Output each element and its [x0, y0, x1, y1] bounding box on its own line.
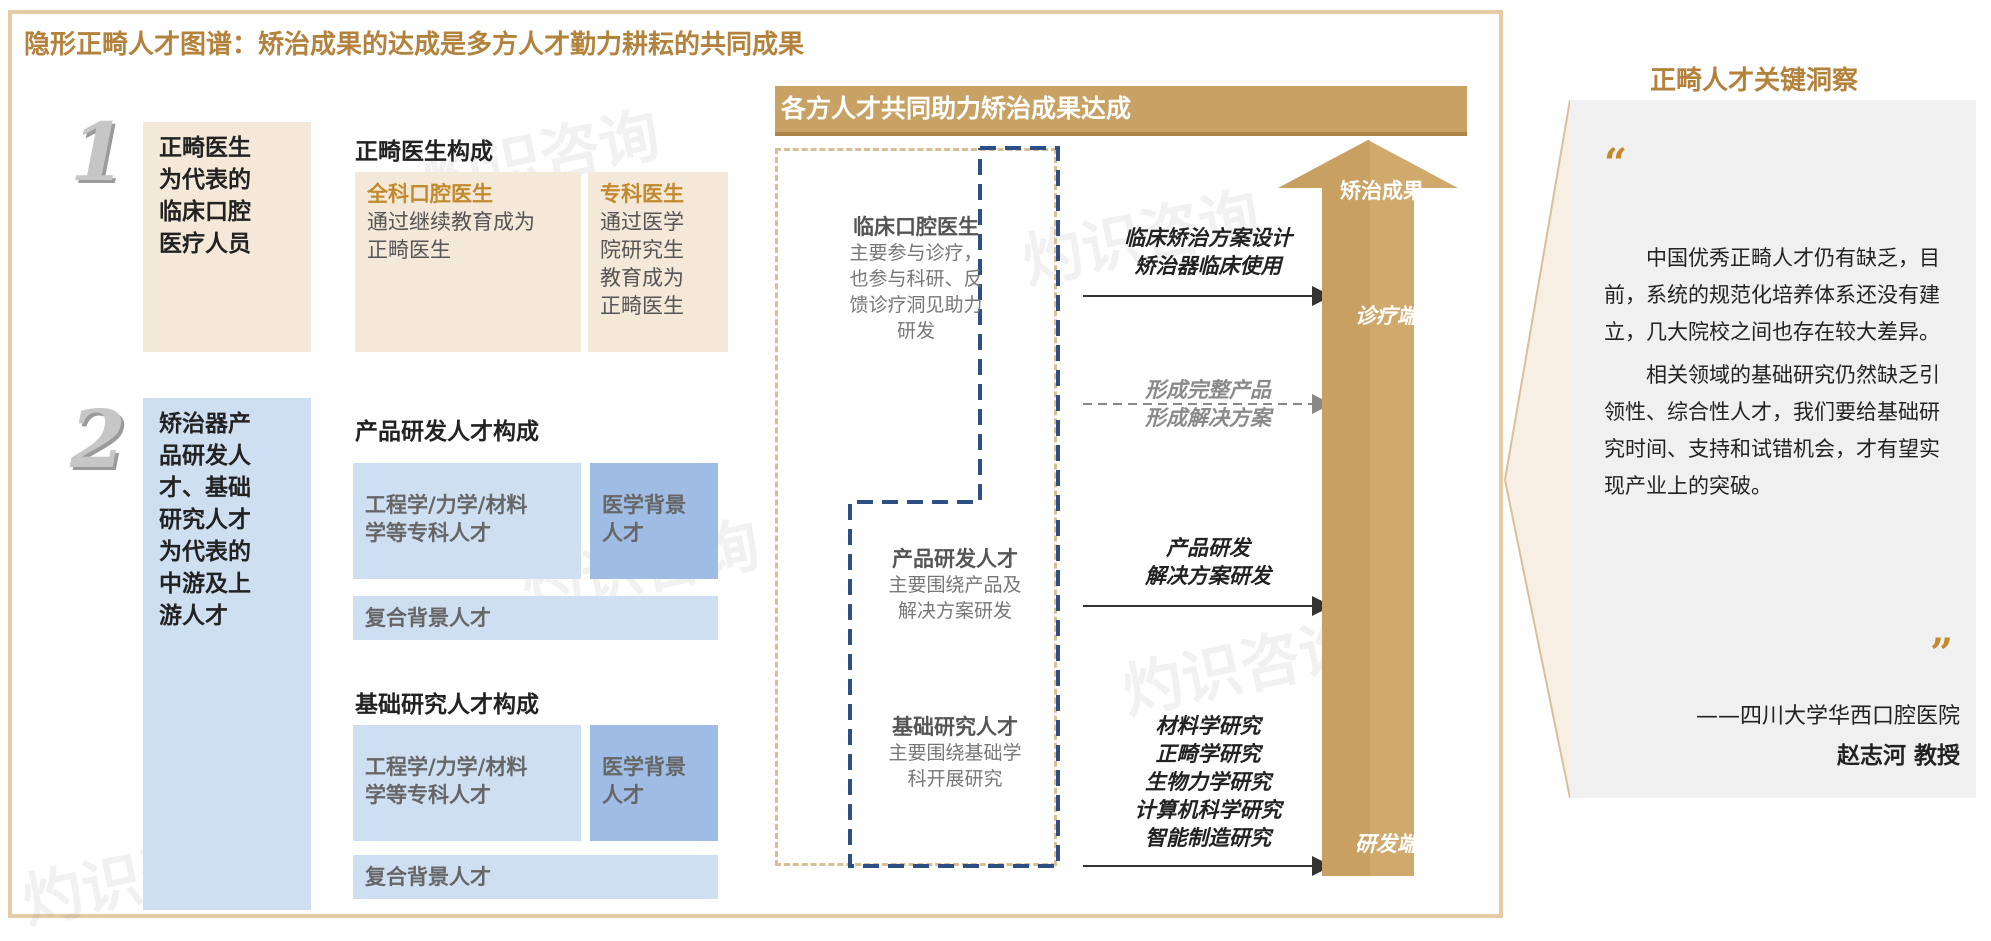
label-line: 为代表的: [159, 167, 251, 193]
box-line: 人才: [602, 783, 644, 807]
product-rd-heading: 产品研发人才构成: [355, 419, 539, 445]
outcome-rd: 产品研发 解决方案研发: [1083, 534, 1333, 590]
insight-text: 中国优秀正畸人才仍有缺乏，目前，系统的规范化培养体系还没有建立，几大院校之间也存…: [1604, 240, 1950, 511]
quote-source: ——四川大学华西口腔医院: [1695, 704, 1960, 729]
orthodontist-composition-heading: 正畸医生构成: [355, 139, 493, 165]
open-quote-icon: “: [1604, 140, 1628, 187]
specialist-title: 专科医生: [600, 182, 684, 206]
outcome-line: 临床矫治方案设计: [1124, 226, 1292, 250]
box-line: 院研究生: [600, 238, 684, 262]
label-line: 医疗人员: [159, 231, 251, 257]
sidebar-title: 正畸人才关键洞察: [1650, 66, 1859, 96]
section-2-label: 矫治器产 品研发人 才、基础 研究人才 为代表的 中游及上 游人才: [143, 398, 311, 910]
box-line: 医学背景: [602, 755, 686, 779]
outcome-line: 生物力学研究: [1145, 770, 1271, 794]
quote-person: 赵志河 教授: [1836, 743, 1960, 769]
product-rd-role: 产品研发人才 主要围绕产品及 解决方案研发: [855, 546, 1055, 624]
page-title: 隐形正畸人才图谱：矫治成果的达成是多方人才勤力耕耘的共同成果: [24, 30, 805, 60]
role-title: 基础研究人才: [892, 715, 1018, 739]
basic-research-role: 基础研究人才 主要围绕基础学 科开展研究: [855, 714, 1055, 792]
outcome-line: 正畸学研究: [1155, 742, 1261, 766]
arrow-label-clinic: 诊疗端: [1355, 304, 1418, 328]
box-line: 学等专科人才: [365, 783, 491, 807]
label-line: 研究人才: [159, 507, 251, 533]
role-line: 主要围绕产品及: [888, 574, 1022, 596]
arrow-label-rd: 研发端: [1355, 832, 1418, 856]
arrow-label-outcome: 矫治成果: [1340, 179, 1424, 203]
section-number-1: 1: [70, 105, 126, 199]
box-line: 正畸医生: [600, 294, 684, 318]
outcome-line: 产品研发: [1166, 536, 1250, 560]
label-line: 正畸医生: [159, 135, 251, 161]
box-line: 通过继续教育成为: [367, 210, 535, 234]
role-line: 主要参与诊疗，: [849, 242, 983, 264]
box-line: 学等专科人才: [365, 521, 491, 545]
banner: 各方人才共同助力矫治成果达成: [775, 86, 1467, 132]
section-number-2: 2: [70, 392, 126, 486]
outcome-line: 形成解决方案: [1145, 406, 1271, 430]
box-line: 教育成为: [600, 266, 684, 290]
role-title: 临床口腔医生: [853, 215, 979, 239]
outcome-product: 形成完整产品 形成解决方案: [1083, 376, 1333, 432]
outcome-line: 计算机科学研究: [1134, 798, 1282, 822]
role-title: 产品研发人才: [892, 547, 1018, 571]
engineering-talent-box: 工程学/力学/材料 学等专科人才: [353, 725, 581, 841]
outcome-line: 解决方案研发: [1145, 564, 1271, 588]
rd-dashed-outline: [848, 146, 1060, 868]
label-line: 游人才: [159, 603, 228, 629]
basic-research-heading: 基础研究人才构成: [355, 692, 539, 718]
label-line: 中游及上: [159, 571, 251, 597]
label-line: 矫治器产: [159, 411, 251, 437]
label-line: 品研发人: [159, 443, 251, 469]
role-line: 馈诊疗洞见助力: [849, 294, 983, 316]
box-line: 工程学/力学/材料: [365, 493, 528, 517]
outcome-line: 智能制造研究: [1145, 826, 1271, 850]
role-line: 科开展研究: [907, 768, 1003, 790]
general-dentist-title: 全科口腔医生: [367, 182, 493, 206]
close-quote-icon: ”: [1930, 630, 1954, 677]
medical-background-box: 医学背景 人才: [590, 463, 718, 579]
specialist-box: 专科医生 通过医学 院研究生 教育成为 正畸医生: [588, 172, 728, 352]
insight-paragraph-1: 中国优秀正畸人才仍有缺乏，目前，系统的规范化培养体系还没有建立，几大院校之间也存…: [1604, 246, 1940, 344]
box-line: 工程学/力学/材料: [365, 755, 528, 779]
role-line: 也参与科研、反: [849, 268, 983, 290]
engineering-talent-box: 工程学/力学/材料 学等专科人才: [353, 463, 581, 579]
label-line: 临床口腔: [159, 199, 251, 225]
outcome-line: 形成完整产品: [1145, 378, 1271, 402]
composite-background-box: 复合背景人才: [353, 596, 718, 640]
label-line: 为代表的: [159, 539, 251, 565]
clinical-dentist-role: 临床口腔医生 主要参与诊疗， 也参与科研、反 馈诊疗洞见助力 研发: [775, 214, 1057, 344]
outcome-line: 材料学研究: [1155, 714, 1261, 738]
box-line: 正畸医生: [367, 238, 451, 262]
role-line: 解决方案研发: [897, 600, 1012, 622]
outcome-research: 材料学研究 正畸学研究 生物力学研究 计算机科学研究 智能制造研究: [1083, 712, 1333, 852]
main-frame: [8, 10, 1503, 918]
box-line: 医学背景: [602, 493, 686, 517]
label-line: 才、基础: [159, 475, 251, 501]
outcome-line: 矫治器临床使用: [1134, 254, 1282, 278]
medical-background-box: 医学背景 人才: [590, 725, 718, 841]
box-line: 人才: [602, 521, 644, 545]
insight-panel: [1570, 100, 1976, 798]
outcome-clinical: 临床矫治方案设计 矫治器临床使用: [1083, 224, 1333, 280]
composite-background-box: 复合背景人才: [353, 855, 718, 899]
box-line: 通过医学: [600, 210, 684, 234]
section-1-label: 正畸医生 为代表的 临床口腔 医疗人员: [143, 122, 311, 352]
general-dentist-box: 全科口腔医生 通过继续教育成为 正畸医生: [355, 172, 581, 352]
role-line: 研发: [896, 320, 935, 342]
insight-paragraph-2: 相关领域的基础研究仍然缺乏引领性、综合性人才，我们要给基础研究时间、支持和试错机…: [1604, 363, 1940, 498]
role-line: 主要围绕基础学: [888, 742, 1022, 764]
